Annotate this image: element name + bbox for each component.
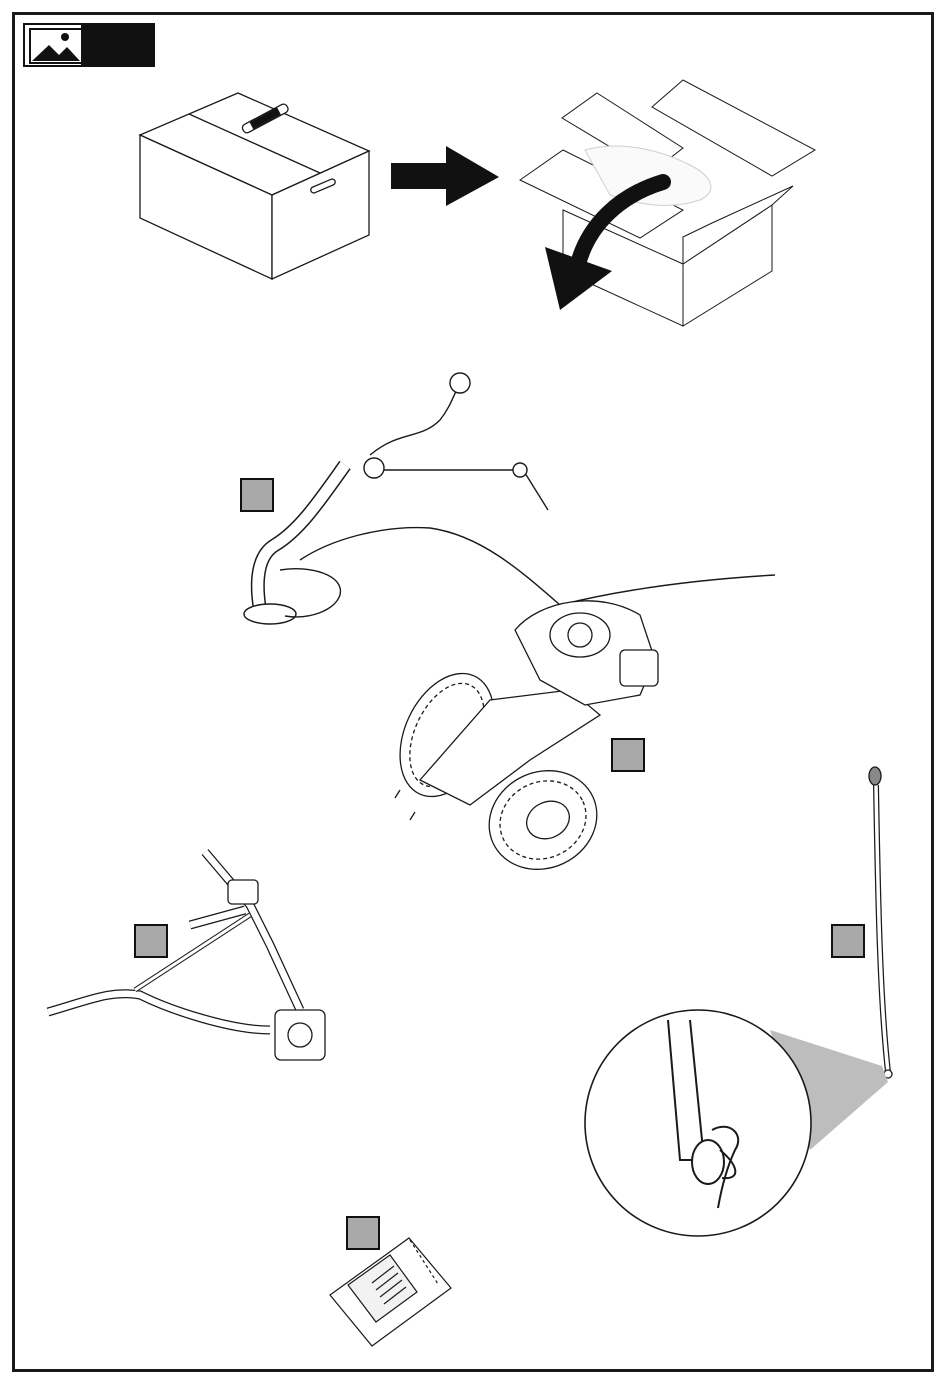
zoom-detail (585, 1010, 888, 1236)
part-badge-tiller (611, 738, 645, 772)
closed-box-icon (140, 93, 369, 279)
right-arrow-icon (391, 146, 499, 206)
frame-illustration (48, 852, 325, 1060)
shift-lever-illustration (869, 767, 892, 1078)
part-badge-handlebar (240, 478, 274, 512)
part-badge-shift-lever (831, 924, 865, 958)
part-badge-frame (134, 924, 168, 958)
handlebar-illustration (244, 373, 775, 624)
part-badge-manual (346, 1216, 380, 1250)
manual-document-icon (330, 1238, 451, 1346)
